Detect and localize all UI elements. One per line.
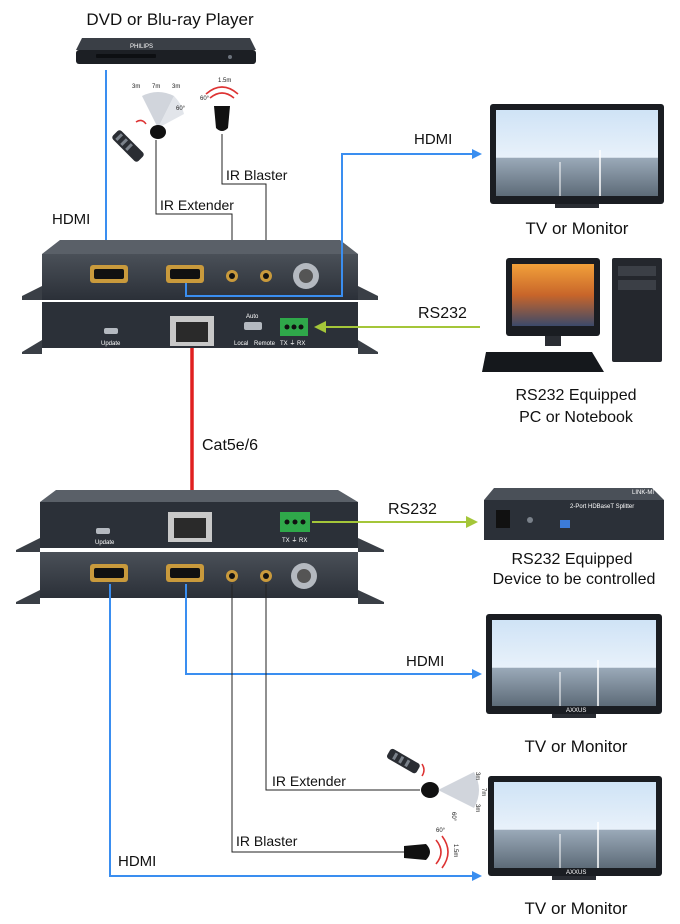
pc-computer	[482, 258, 662, 372]
rx-txrx-label: TX ⏚ RX	[282, 537, 307, 544]
tx-local-label: Local	[234, 341, 248, 347]
splitter-title: 2-Port HDBaseT Splitter	[570, 504, 634, 510]
monitor-brand-bottom: AXXUS	[566, 870, 586, 876]
dvd-player: PHILIPS	[76, 38, 256, 64]
receiver-bottom-angle: 60°	[450, 812, 456, 822]
receiver-range-center: 7m	[152, 84, 160, 90]
tv-mid-label: TV or Monitor	[525, 737, 628, 756]
ir-signal-icon	[135, 119, 147, 125]
tv-monitor-bottom: AXXUS	[488, 776, 662, 880]
ir-blaster-top: 1.5m 60°	[200, 78, 239, 131]
blaster-angle: 60°	[200, 96, 210, 102]
receiver-angle: 60°	[176, 106, 186, 112]
ir-extender-label-bottom: IR Extender	[272, 773, 346, 789]
ir-extender-label-top: IR Extender	[160, 197, 234, 213]
monitor-brand-mid: AXXUS	[566, 708, 586, 714]
ir-blaster-label-bottom: IR Blaster	[236, 833, 298, 849]
hdmi-input-label: HDMI	[52, 211, 90, 228]
receiver-bottom-range-center: 7m	[480, 788, 486, 796]
pc-label-line1: RS232 Equipped	[516, 387, 637, 404]
ir-signal-icon-bottom	[421, 763, 425, 777]
rs232-top-label: RS232	[418, 305, 467, 322]
rs232-bottom-label: RS232	[388, 501, 437, 518]
hdmi-loop-line	[185, 149, 482, 297]
splitter-logo: LINK-MI	[632, 490, 654, 496]
ir-receiver-top: 3m 7m 3m 60°	[132, 84, 186, 139]
tv-bottom-label: TV or Monitor	[525, 899, 628, 918]
hdmi-out-bottom-label: HDMI	[118, 853, 156, 870]
ir-extender-line-bottom	[265, 584, 420, 791]
hdmi-out-mid-label: HDMI	[406, 653, 444, 670]
receiver-unit: Update TX ⏚ RX	[16, 490, 384, 604]
ir-blaster-bottom: 1.5m 60°	[404, 828, 458, 869]
pc-label-line2: PC or Notebook	[519, 409, 634, 426]
ir-blaster-label-top: IR Blaster	[226, 167, 288, 183]
rx-update-label: Update	[95, 540, 115, 546]
device-label-line2: Device to be controlled	[493, 571, 656, 588]
blaster-range: 1.5m	[218, 78, 231, 84]
receiver-range-left: 3m	[132, 84, 140, 90]
rs232-device: LINK-MI 2-Port HDBaseT Splitter	[484, 488, 664, 540]
cat-cable-label: Cat5e/6	[202, 437, 258, 454]
receiver-bottom-range-left: 3m	[474, 772, 480, 780]
ir-receiver-bottom: 3m 7m 3m 60°	[421, 772, 486, 822]
blaster-bottom-range: 1.5m	[452, 844, 458, 857]
remote-control-icon-bottom	[387, 748, 420, 774]
remote-control-icon	[112, 130, 144, 162]
ir-blaster-line-top	[221, 134, 267, 270]
tv-monitor-middle: AXXUS	[486, 614, 662, 718]
tx-update-label: Update	[101, 341, 121, 347]
receiver-bottom-range-right: 3m	[474, 804, 480, 812]
player-brand: PHILIPS	[130, 44, 153, 50]
ir-blaster-line-bottom	[231, 584, 406, 853]
hdmi-out-bottom-line	[109, 584, 482, 881]
receiver-range-right: 3m	[172, 84, 180, 90]
source-label: DVD or Blu-ray Player	[86, 10, 254, 29]
hdmi-loop-label: HDMI	[414, 131, 452, 148]
tv-monitor-top	[490, 104, 664, 208]
blaster-bottom-angle: 60°	[436, 828, 446, 834]
transmitter-unit: Update Auto Local Remote TX ⏚ RX	[22, 240, 378, 354]
tx-remote-label: Remote	[254, 341, 276, 347]
hdmi-out-mid-line	[185, 584, 482, 679]
tx-auto-label: Auto	[246, 314, 259, 320]
tv-top-label: TV or Monitor	[526, 219, 629, 238]
tx-txrx-label: TX ⏚ RX	[280, 340, 305, 347]
device-label-line1: RS232 Equipped	[512, 551, 633, 568]
